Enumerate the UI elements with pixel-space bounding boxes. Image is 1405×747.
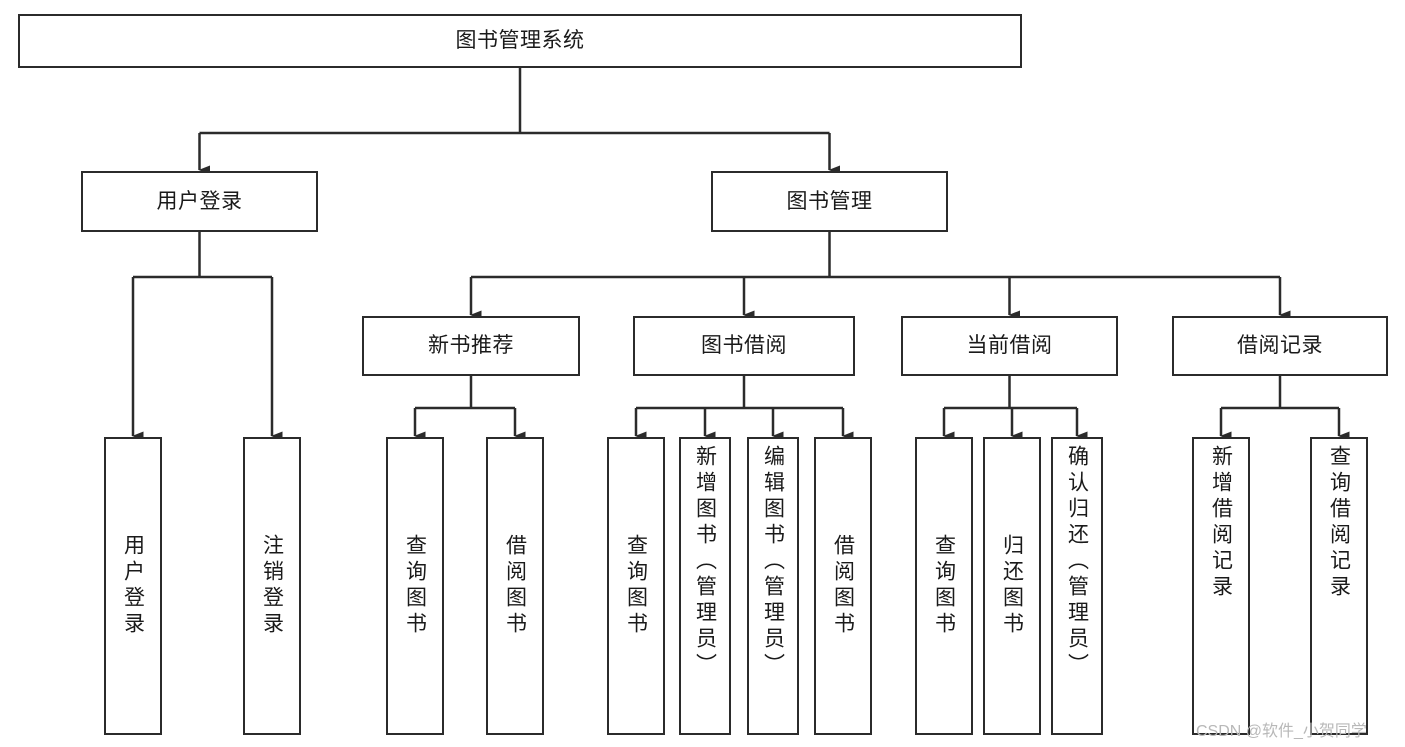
node-borrow-record[interactable]: 借阅记录 [1172,316,1388,376]
node-label: 查询借阅记录 [1327,445,1351,601]
edges [131,68,1350,441]
node-leaf-confirm-return[interactable]: 确认归还（管理员） [1051,437,1103,735]
node-label: 查询图书 [624,534,648,638]
node-leaf-user-login[interactable]: 用户登录 [104,437,162,735]
node-leaf-borrow-book-1[interactable]: 借阅图书 [486,437,544,735]
node-leaf-query-book-2[interactable]: 查询图书 [607,437,665,735]
node-leaf-return-book[interactable]: 归还图书 [983,437,1041,735]
node-label: 编辑图书（管理员） [761,445,785,679]
node-leaf-edit-book[interactable]: 编辑图书（管理员） [747,437,799,735]
node-label: 当前借阅 [966,334,1053,358]
node-label: 借阅图书 [503,534,527,638]
node-label: 图书管理 [786,189,873,213]
node-label: 图书管理系统 [455,29,585,53]
node-label: 查询图书 [932,534,956,638]
node-leaf-borrow-book-2[interactable]: 借阅图书 [814,437,872,735]
node-book-borrow[interactable]: 图书借阅 [633,316,855,376]
node-leaf-query-book-3[interactable]: 查询图书 [915,437,973,735]
node-label: 查询图书 [403,534,427,638]
node-new-book-rec[interactable]: 新书推荐 [362,316,580,376]
node-root[interactable]: 图书管理系统 [18,14,1022,68]
node-label: 确认归还（管理员） [1065,445,1089,679]
node-leaf-user-logout[interactable]: 注销登录 [243,437,301,735]
node-label: 新增借阅记录 [1209,445,1233,601]
node-leaf-query-book-1[interactable]: 查询图书 [386,437,444,735]
node-current-borrow[interactable]: 当前借阅 [901,316,1118,376]
node-leaf-add-record[interactable]: 新增借阅记录 [1192,437,1250,735]
node-leaf-query-record[interactable]: 查询借阅记录 [1310,437,1368,735]
node-label: 注销登录 [260,534,284,638]
node-label: 归还图书 [1000,534,1024,638]
node-label: 用户登录 [156,189,243,213]
node-label: 借阅图书 [831,534,855,638]
node-label: 新增图书（管理员） [693,445,717,679]
node-book-manage[interactable]: 图书管理 [711,171,948,232]
node-label: 图书借阅 [701,334,787,358]
node-user-login[interactable]: 用户登录 [81,171,318,232]
node-leaf-add-book[interactable]: 新增图书（管理员） [679,437,731,735]
node-label: 用户登录 [121,534,145,638]
node-label: 新书推荐 [428,334,514,358]
node-label: 借阅记录 [1237,334,1323,358]
